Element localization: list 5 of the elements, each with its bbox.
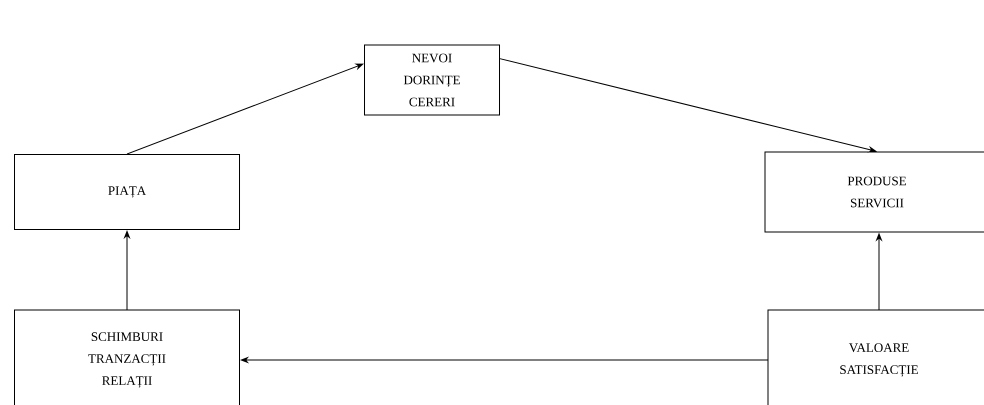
concept-box: VALOARE SATISFACȚIE [768, 310, 984, 405]
concept-box: SCHIMBURI TRANZACȚII RELAȚII [14, 310, 240, 405]
concept-box: PIAȚA [14, 154, 240, 230]
concept-box: NEVOI DORINȚE CERERI [364, 44, 500, 116]
concept-box: PRODUSE SERVICII [764, 152, 984, 232]
